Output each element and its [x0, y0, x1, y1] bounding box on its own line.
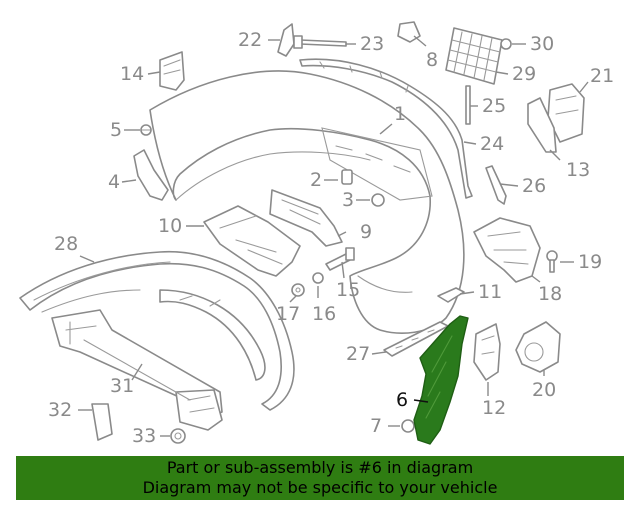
part-30-screw	[500, 38, 512, 50]
callout-19: 19	[578, 251, 602, 273]
callout-labels: 1 2 3 4 5 6 7 8 9 10 11 12 13 14 15 16 1…	[48, 29, 614, 447]
callout-31: 31	[110, 375, 134, 397]
callout-24: 24	[480, 133, 504, 155]
callout-13: 13	[566, 159, 590, 181]
part-18-bracket	[473, 217, 541, 283]
part-23-bolt	[293, 35, 347, 49]
callout-3: 3	[342, 189, 354, 211]
part-16-washer	[312, 272, 324, 284]
callout-29: 29	[512, 63, 536, 85]
part-19-bolt	[546, 250, 558, 273]
part-15-clip	[325, 247, 355, 271]
callout-30: 30	[530, 33, 554, 55]
part-13-bracket	[527, 97, 557, 153]
part-3-nut	[371, 193, 385, 207]
part-14-clip	[159, 51, 185, 91]
callout-1: 1	[394, 103, 406, 125]
callout-23: 23	[360, 33, 384, 55]
part-29-grille	[445, 27, 503, 85]
callout-21: 21	[590, 65, 614, 87]
part-33-nut	[170, 428, 186, 444]
callout-16: 16	[312, 303, 336, 325]
part-24-trim-strip	[299, 58, 473, 199]
callout-26: 26	[522, 175, 546, 197]
part-1-bumper-cover	[149, 70, 465, 334]
callout-6: 6	[396, 389, 408, 411]
callout-4: 4	[108, 171, 120, 193]
part-27-strip	[383, 321, 449, 357]
callout-10: 10	[158, 215, 182, 237]
part-4-bracket	[133, 149, 169, 201]
callout-11: 11	[478, 281, 502, 303]
part-32-cover	[91, 403, 113, 441]
parts-diagram: 1 2 3 4 5 6 7 8 9 10 11 12 13 14 15 16 1…	[19, 21, 614, 447]
callout-14: 14	[120, 63, 144, 85]
part-25-pin	[465, 85, 471, 125]
part-lower-lip	[159, 289, 266, 381]
callout-7: 7	[370, 415, 382, 437]
callout-12: 12	[482, 397, 506, 419]
part-6-bracket-highlighted	[413, 315, 469, 445]
callout-2: 2	[310, 169, 322, 191]
part-22-clip	[277, 23, 295, 57]
callout-27: 27	[346, 343, 370, 365]
callout-32: 32	[48, 399, 72, 421]
part-12-bracket	[473, 323, 501, 381]
part-20-bracket	[515, 321, 561, 373]
part-11-clip	[437, 287, 465, 303]
callout-8: 8	[426, 49, 438, 71]
callout-5: 5	[110, 119, 122, 141]
callout-18: 18	[538, 283, 562, 305]
part-26-strip	[485, 165, 507, 205]
callout-25: 25	[482, 95, 506, 117]
callout-20: 20	[532, 379, 556, 401]
part-31-reinforcement	[51, 309, 223, 431]
callout-33: 33	[132, 425, 156, 447]
part-17-nut	[291, 283, 305, 297]
part-5-screw	[140, 124, 152, 136]
part-9-bracket	[269, 189, 343, 247]
part-2-clip	[341, 169, 353, 185]
callout-leaders	[78, 35, 589, 437]
banner-line-part-info: Part or sub-assembly is #6 in diagram	[166, 458, 474, 477]
info-banner: Part or sub-assembly is #6 in diagram Di…	[16, 456, 624, 500]
callout-15: 15	[336, 279, 360, 301]
callout-22: 22	[238, 29, 262, 51]
part-28-trim-strip	[19, 250, 295, 411]
callout-9: 9	[360, 221, 372, 243]
callout-17: 17	[276, 303, 300, 325]
callout-28: 28	[54, 233, 78, 255]
part-7-washer	[401, 419, 415, 433]
banner-line-disclaimer: Diagram may not be specific to your vehi…	[142, 478, 498, 497]
part-10-bracket	[203, 205, 301, 277]
